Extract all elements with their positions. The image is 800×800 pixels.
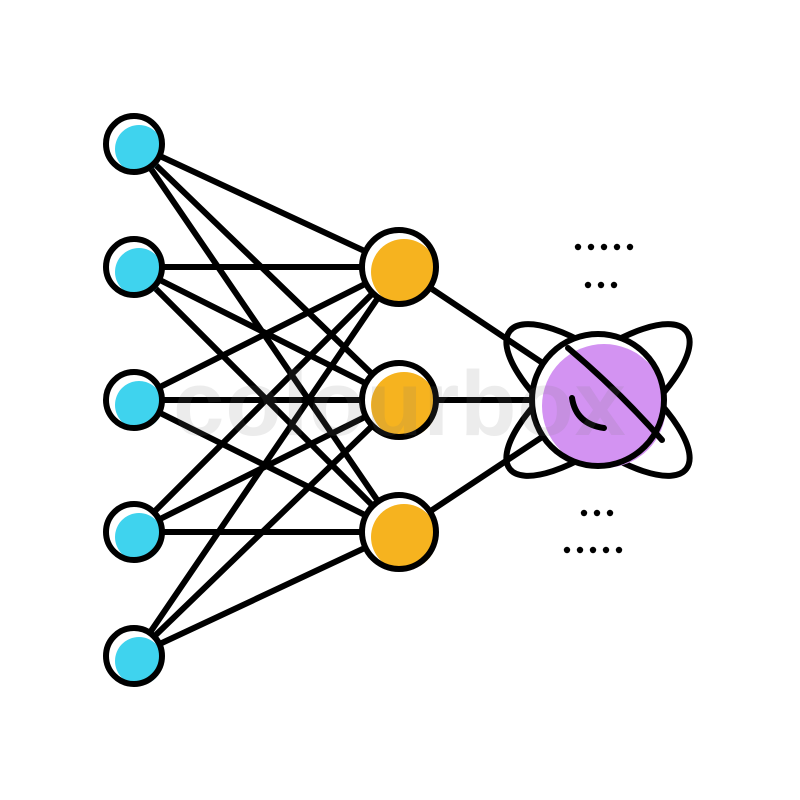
node-outline [103,236,165,298]
decor-dot [584,281,592,289]
node-fill [371,239,437,305]
decor-dot [574,243,582,251]
node-fill [115,637,163,685]
node-fill [115,248,163,296]
input-node [103,625,165,687]
connection-line [131,264,402,659]
hidden-node [359,360,439,440]
connection-line [131,397,402,659]
node-fill [371,372,437,438]
connection-line [131,264,402,535]
hidden-node [359,227,439,307]
hidden-node [359,492,439,572]
nodes [103,113,667,687]
orbit-front [565,345,665,443]
decor-dot [606,509,614,517]
atom-highlight [569,395,607,431]
decor-dot [602,546,610,554]
decor-dots [563,243,634,554]
decor-dot [613,243,621,251]
connection-line [131,141,402,535]
input-node [103,236,165,298]
decor-dot [576,546,584,554]
connection-line [131,529,402,659]
decor-dot [593,509,601,517]
decor-dot [610,281,618,289]
node-outline [103,369,165,431]
node-fill [115,125,163,173]
decor-dot [600,243,608,251]
connection-line [131,264,402,403]
node-outline [359,492,439,572]
connection-line [131,141,402,270]
input-node [103,369,165,431]
decor-dot [587,243,595,251]
node-outline [103,501,165,563]
node-outline [359,227,439,307]
decor-dot [580,509,588,517]
node-fill [115,381,163,429]
decor-dot [615,546,623,554]
node-outline [103,113,165,175]
decor-dot [597,281,605,289]
atom-fill [542,344,666,468]
atom-outline [529,331,667,469]
input-node [103,113,165,175]
input-node [103,501,165,563]
atom-icon [529,331,667,469]
node-outline [103,625,165,687]
decor-dot [626,243,634,251]
node-fill [371,504,437,570]
connection-line [131,141,402,403]
connections [131,141,601,659]
decor-dot [589,546,597,554]
node-fill [115,513,163,561]
node-outline [359,360,439,440]
decor-dot [563,546,571,554]
